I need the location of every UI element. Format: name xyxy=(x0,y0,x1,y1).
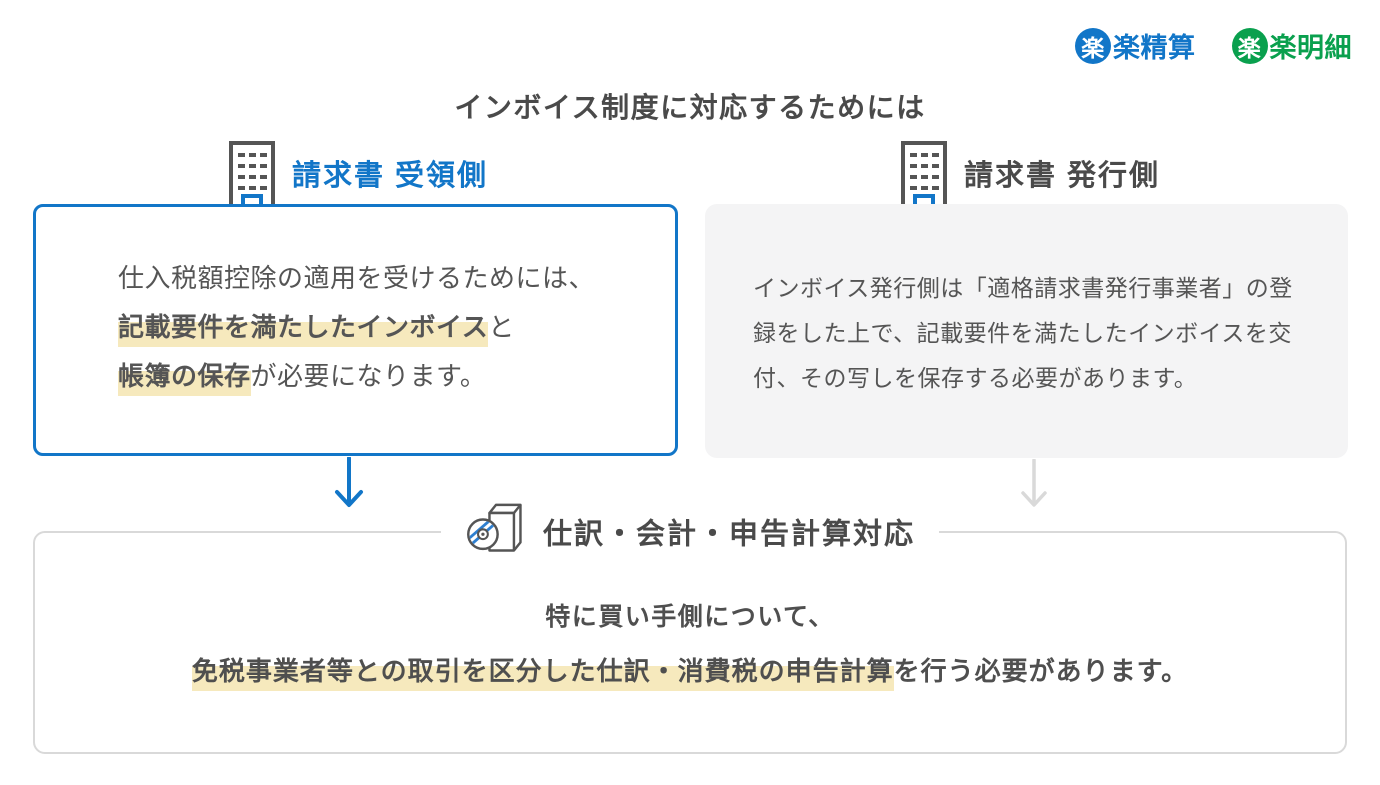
page-title: インボイス制度に対応するためには xyxy=(454,92,926,123)
rakuraku-seisan-logo: 楽 楽精算 xyxy=(1075,26,1196,65)
receiver-box-text: 仕入税額控除の適用を受けるためには、 記載要件を満たしたインボイスと 帳簿の保存… xyxy=(36,207,675,401)
receiver-line1: 仕入税額控除の適用を受けるためには、 xyxy=(118,263,596,293)
receiver-header: 請求書 受領側 xyxy=(228,140,488,206)
issuer-box: インボイス発行側は「適格請求書発行事業者」の登 録をした上で、記載要件を満たした… xyxy=(705,204,1348,458)
accounting-line2-rest: を行う必要があります。 xyxy=(893,656,1189,686)
receiver-line3-highlight: 帳簿の保存 xyxy=(118,361,251,396)
building-icon xyxy=(900,140,948,206)
accounting-content: 特に買い手側について、 免税事業者等との取引を区分した仕訳・消費税の申告計算を行… xyxy=(33,600,1347,691)
accounting-header: 仕訳・会計・申告計算対応 xyxy=(440,499,940,563)
rakuraku-seisan-logo-text: 楽精算 xyxy=(1113,33,1196,63)
rakuraku-meisai-logo: 楽 楽明細 xyxy=(1231,26,1353,65)
rakuraku-meisai-logo-icon: 楽 xyxy=(1231,27,1268,64)
building-icon xyxy=(228,140,276,206)
rakuraku-seisan-logo-icon: 楽 xyxy=(1075,27,1111,64)
issuer-line1: インボイス発行側は「適格請求書発行事業者」の登 xyxy=(753,275,1293,301)
down-arrow-blue-icon xyxy=(334,456,364,518)
down-arrow-gray-icon xyxy=(1019,458,1049,518)
issuer-line3: 付、その写しを保存する必要があります。 xyxy=(753,365,1198,391)
accounting-box xyxy=(33,531,1347,754)
accounting-header-label: 仕訳・会計・申告計算対応 xyxy=(542,518,916,550)
issuer-box-text: インボイス発行側は「適格請求書発行事業者」の登 録をした上で、記載要件を満たした… xyxy=(705,204,1348,401)
issuer-header: 請求書 発行側 xyxy=(900,140,1160,206)
receiver-box: 仕入税額控除の適用を受けるためには、 記載要件を満たしたインボイスと 帳簿の保存… xyxy=(33,204,678,456)
software-disc-icon xyxy=(465,500,527,563)
rakuraku-meisai-logo-text: 楽明細 xyxy=(1269,33,1352,63)
receiver-line2-rest: と xyxy=(488,312,515,342)
accounting-line1: 特に買い手側について、 xyxy=(545,603,835,631)
receiver-line3-rest: が必要になります。 xyxy=(250,361,487,391)
accounting-line2: 免税事業者等との取引を区分した仕訳・消費税の申告計算を行う必要があります。 xyxy=(33,653,1347,691)
issuer-header-label: 請求書 発行側 xyxy=(964,160,1161,192)
receiver-header-label: 請求書 受領側 xyxy=(292,160,489,192)
accounting-line2-highlight: 免税事業者等との取引を区分した仕訳・消費税の申告計算 xyxy=(191,656,894,691)
brand-logos: 楽 楽精算 楽 楽明細 xyxy=(1075,26,1352,65)
issuer-line2: 録をした上で、記載要件を満たしたインボイスを交 xyxy=(753,320,1292,346)
receiver-line2-highlight: 記載要件を満たしたインボイス xyxy=(118,312,489,347)
